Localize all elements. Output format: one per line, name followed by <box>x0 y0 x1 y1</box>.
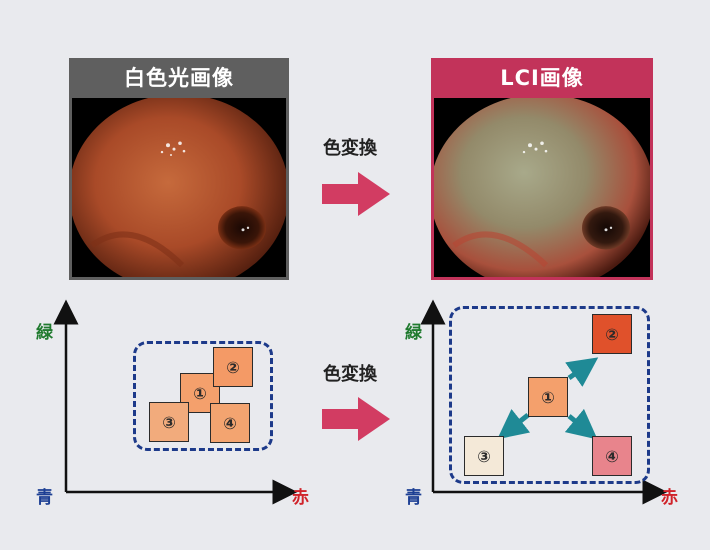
right-square-3: ③ <box>464 436 504 476</box>
left-x-axis-label: 赤 <box>292 488 309 508</box>
right-dashed-region <box>449 306 650 484</box>
left-y-axis-label: 緑 <box>36 323 53 343</box>
lci-image <box>434 98 650 277</box>
lci-image-panel: LCI画像 <box>431 58 653 280</box>
left-square-4: ④ <box>210 403 250 443</box>
top-conversion-label: 色変換 <box>323 138 377 159</box>
left-origin-label: 青 <box>36 488 53 508</box>
left-dashed-region <box>133 341 273 451</box>
bottom-conversion-label: 色変換 <box>323 364 377 385</box>
right-origin-label: 青 <box>405 488 422 508</box>
arrow-to-4 <box>564 408 598 440</box>
right-square-2: ② <box>592 314 632 354</box>
lci-title: LCI画像 <box>431 58 653 95</box>
right-x-axis-label: 赤 <box>661 488 678 508</box>
right-square-1: ① <box>528 377 568 417</box>
arrow-to-2 <box>565 357 599 387</box>
left-square-2: ② <box>213 347 253 387</box>
left-square-3: ③ <box>149 402 189 442</box>
right-square-4: ④ <box>592 436 632 476</box>
white-light-image <box>72 98 286 277</box>
white-light-title: 白色光画像 <box>69 58 289 95</box>
bottom-conversion-arrow-icon <box>322 397 390 441</box>
top-conversion-arrow-icon <box>322 172 390 216</box>
arrow-to-3 <box>497 408 531 440</box>
right-y-axis-label: 緑 <box>405 323 422 343</box>
white-light-image-panel: 白色光画像 <box>69 58 289 280</box>
